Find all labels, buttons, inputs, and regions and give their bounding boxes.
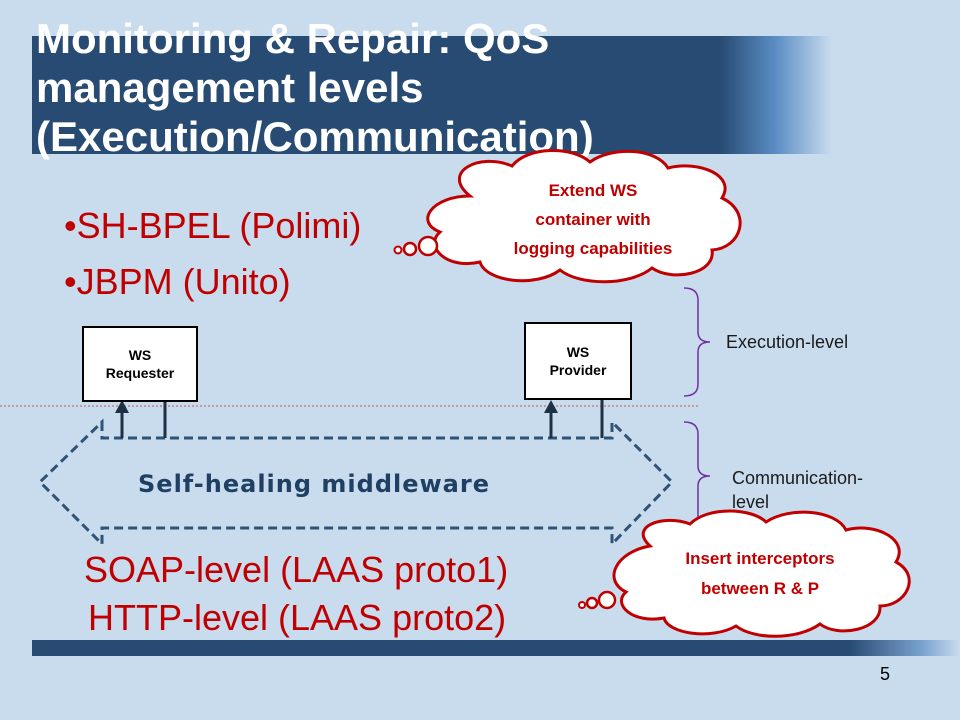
ws-provider-box: WS Provider — [524, 322, 632, 400]
execution-level-label: Execution-level — [726, 332, 849, 352]
bottom-cloud-text: Insert interceptors between R & P — [685, 549, 835, 598]
middleware-label: Self-healing middleware — [138, 470, 490, 498]
http-level-text: HTTP-level (LAAS proto2) — [88, 597, 507, 638]
bullet-jbpm: JBPM (Unito) — [64, 254, 361, 310]
top-cloud-text: Extend WS container with logging capabil… — [513, 181, 673, 258]
ws-requester-line1: WS — [128, 347, 152, 363]
communication-level-label: Communication- level — [732, 468, 864, 512]
bullet-list: SH-BPEL (Polimi) JBPM (Unito) — [64, 198, 362, 310]
provider-arrowhead — [544, 400, 558, 413]
top-thought-cloud — [393, 149, 742, 284]
bottom-thought-cloud — [578, 509, 911, 638]
page-number: 5 — [880, 664, 891, 684]
slide-title: Monitoring & Repair: QoS management leve… — [36, 15, 594, 160]
execution-level-brace — [683, 287, 711, 397]
bottom-band — [32, 640, 960, 656]
middleware-outline — [37, 418, 675, 548]
soap-level-text: SOAP-level (LAAS proto1) — [84, 549, 509, 590]
bullet-sh-bpel: SH-BPEL (Polimi) — [64, 198, 362, 254]
requester-arrowhead — [115, 400, 129, 413]
ws-provider-line1: WS — [566, 344, 590, 360]
title-band — [32, 36, 832, 154]
ws-requester-line2: Requester — [105, 365, 175, 381]
ws-requester-box: WS Requester — [82, 326, 198, 402]
ws-provider-line2: Provider — [549, 362, 607, 378]
